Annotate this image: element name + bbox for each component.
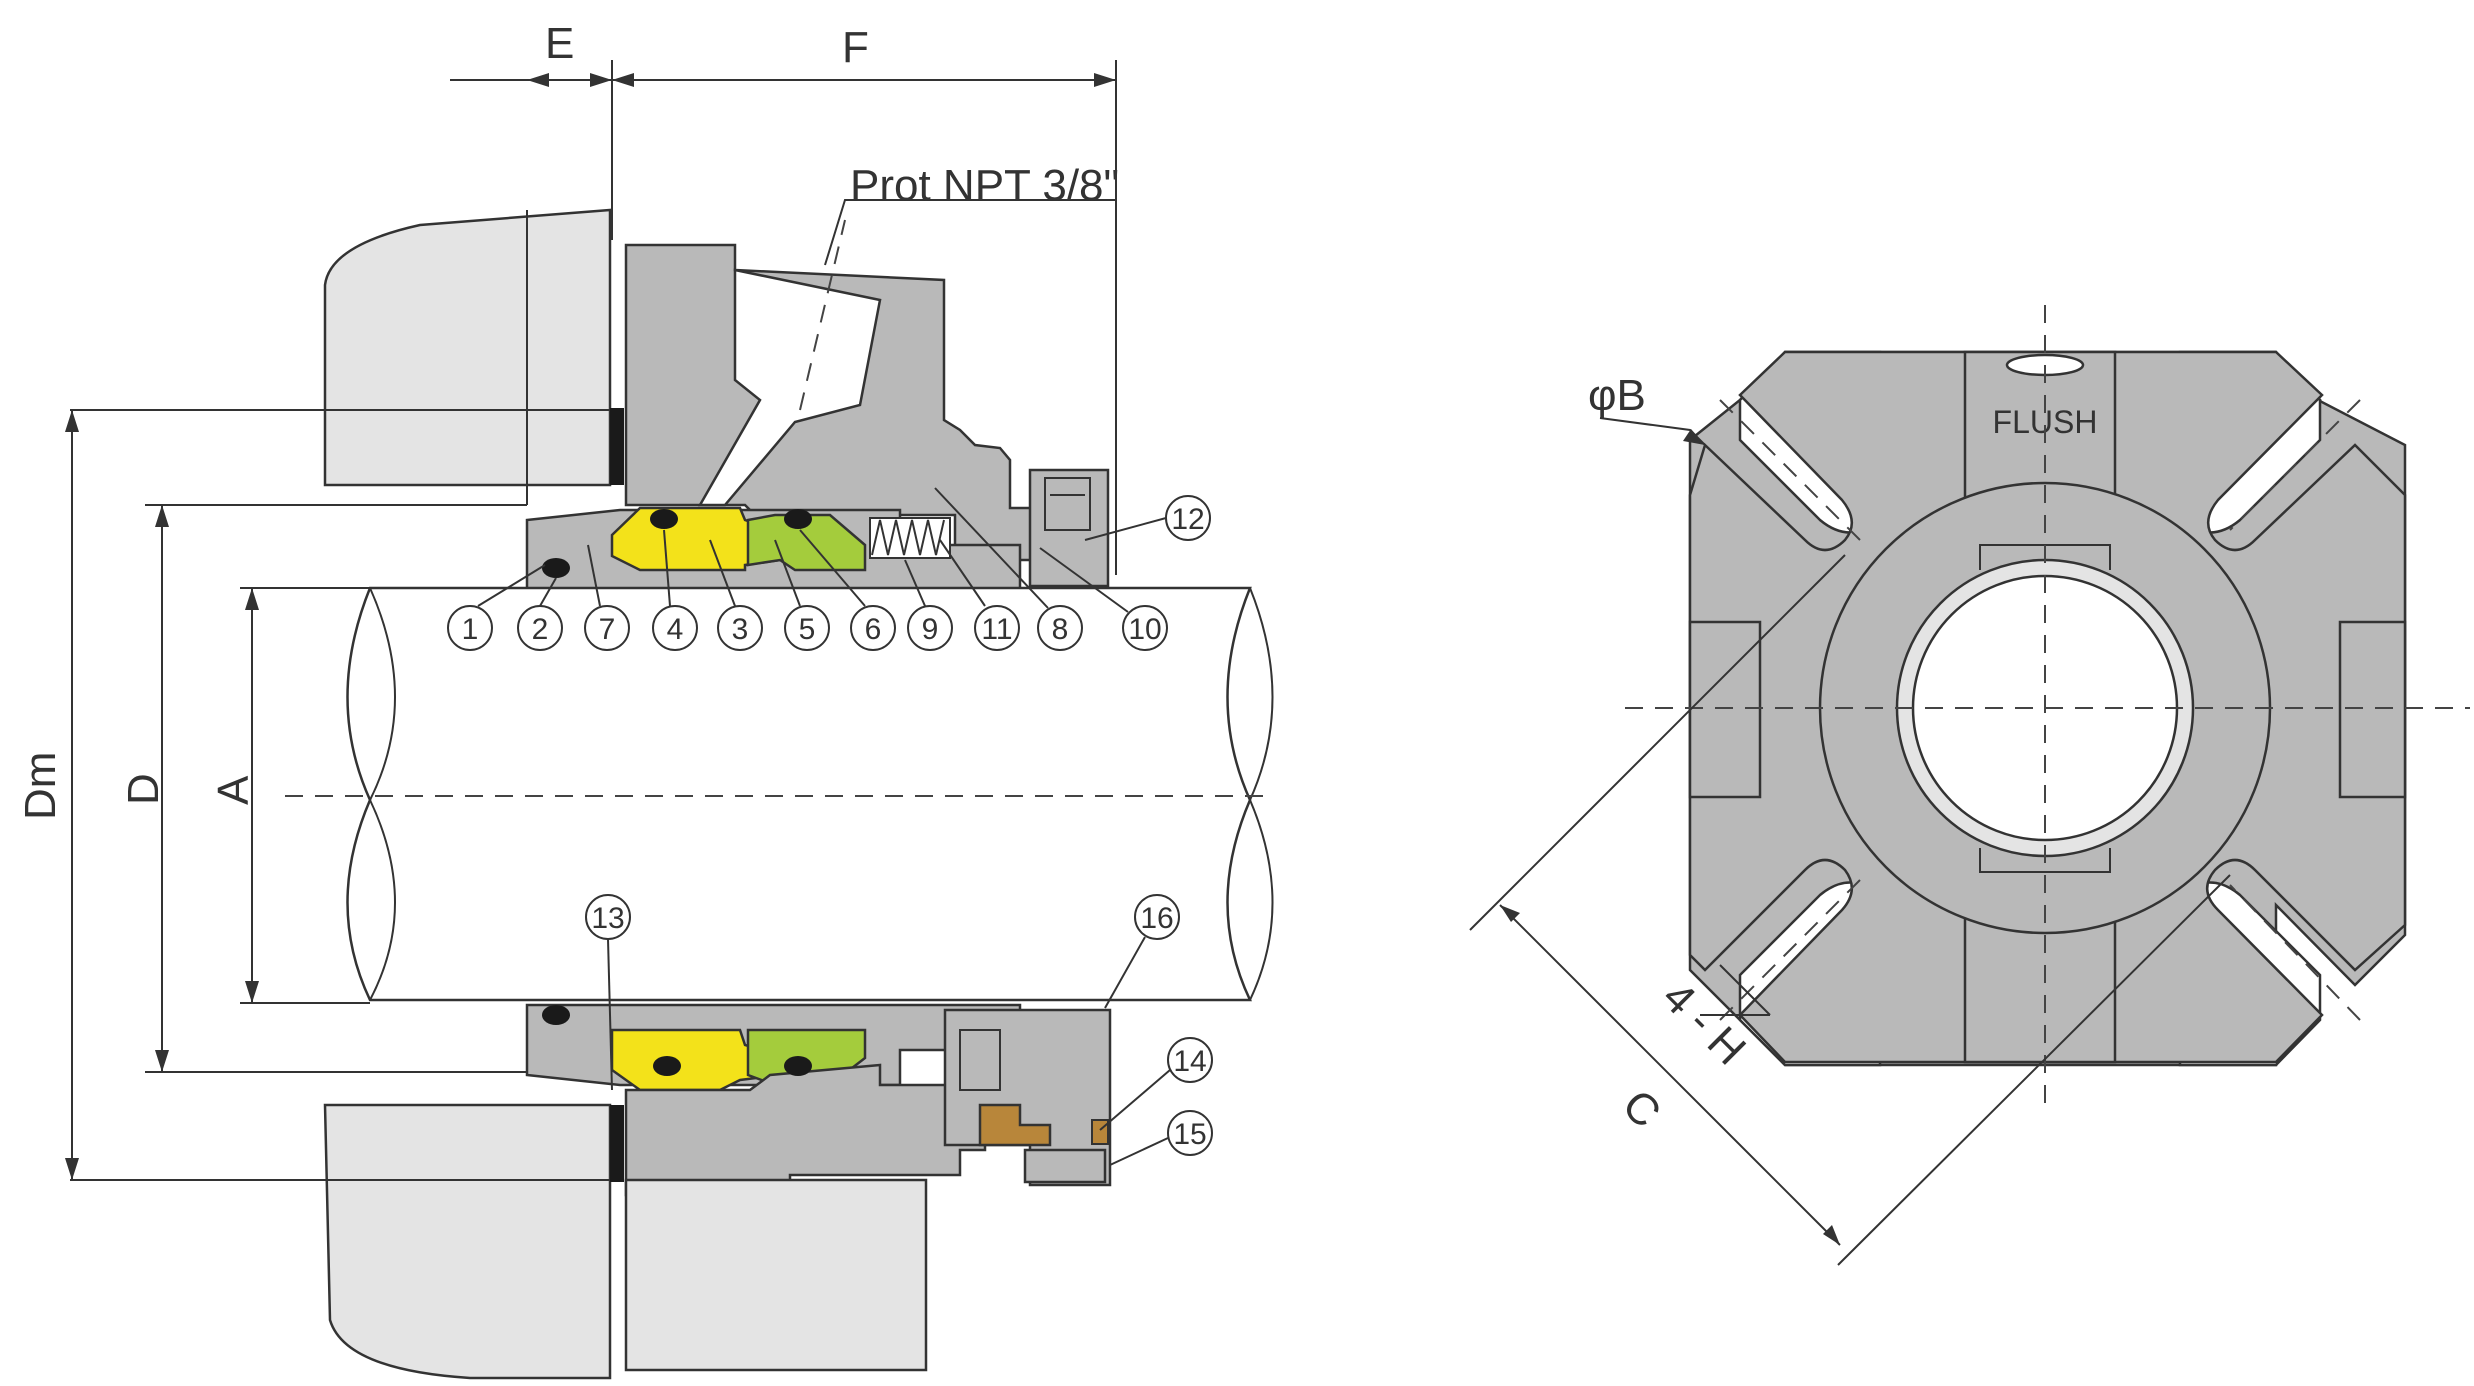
dim-b-label: φB <box>1588 371 1646 420</box>
front-view: FLUSH φB C 4 - H <box>1469 305 2470 1266</box>
dim-c-label: C <box>1613 1080 1670 1137</box>
collar-upper <box>1028 468 1110 588</box>
callout-13: 13 <box>585 894 631 1091</box>
section-view: E F Prot NPT 3/8" Dm D A 1 2 7 4 3 5 6 9… <box>16 19 1274 1380</box>
hub-lug-bottom <box>1979 848 2111 873</box>
callout-2: 2 <box>517 577 563 651</box>
svg-text:16: 16 <box>1140 902 1173 935</box>
gasket-upper <box>610 408 624 485</box>
svg-text:2: 2 <box>532 613 549 646</box>
housing-lower <box>323 1103 612 1380</box>
callout-16: 16 <box>1104 894 1180 1009</box>
oring-4 <box>650 509 678 529</box>
callout-1: 1 <box>447 564 546 651</box>
dim-f-label: F <box>842 23 869 72</box>
dim-h-line <box>1700 964 1771 1016</box>
callout-8: 8 <box>934 487 1083 651</box>
dim-d-label: D <box>119 773 168 805</box>
svg-text:9: 9 <box>922 613 939 646</box>
part-callouts: 1 2 7 4 3 5 6 9 11 8 10 12 13 14 15 16 <box>447 487 1213 1166</box>
svg-text:6: 6 <box>865 613 882 646</box>
svg-text:11: 11 <box>981 613 1012 646</box>
dimension-lines <box>65 60 1117 1181</box>
dim-a-label: A <box>209 775 258 805</box>
port-label: Prot NPT 3/8" <box>850 161 1119 210</box>
side-pad-left <box>1688 620 1762 799</box>
svg-text:12: 12 <box>1171 503 1204 536</box>
callout-9: 9 <box>904 559 953 651</box>
oring-2 <box>542 558 570 578</box>
collar-screw-lower <box>959 1029 1001 1091</box>
side-pad-right <box>2338 620 2407 799</box>
callout-4: 4 <box>652 529 698 651</box>
gland-lower-port <box>624 1178 928 1372</box>
dim-c-ext2 <box>1837 874 2231 1266</box>
housing-upper <box>323 208 612 487</box>
oring-lower-stationary <box>784 1056 812 1076</box>
svg-text:1: 1 <box>462 613 479 646</box>
spring-upper <box>869 517 951 559</box>
svg-text:15: 15 <box>1173 1118 1206 1151</box>
oring-lower-rotary <box>653 1056 681 1076</box>
svg-text:10: 10 <box>1128 613 1161 646</box>
oring-13 <box>542 1005 570 1025</box>
svg-text:14: 14 <box>1173 1045 1206 1078</box>
callout-5: 5 <box>774 539 830 651</box>
slot-center-2 <box>2229 399 2361 531</box>
svg-text:4: 4 <box>667 613 684 646</box>
dim-c-ext1 <box>1469 554 1846 931</box>
shaft-break-right <box>1248 587 1274 1001</box>
slot-center-4 <box>2229 884 2361 1021</box>
callout-3: 3 <box>709 539 763 651</box>
screw-lower <box>1023 1148 1107 1184</box>
oring-6 <box>784 509 812 529</box>
svg-text:3: 3 <box>732 613 749 646</box>
svg-text:7: 7 <box>599 613 616 646</box>
flush-port <box>697 268 882 507</box>
callout-10: 10 <box>1039 547 1168 651</box>
svg-text:8: 8 <box>1052 613 1069 646</box>
svg-text:5: 5 <box>799 613 816 646</box>
callout-7: 7 <box>584 544 630 651</box>
setting-clip <box>978 1103 1052 1147</box>
dim-e-label: E <box>545 19 574 68</box>
callout-6: 6 <box>799 529 896 651</box>
callout-12: 12 <box>1084 495 1211 541</box>
slot-center-3 <box>1719 879 1861 1021</box>
shaft-break-left <box>368 587 396 1001</box>
shaft <box>346 586 1252 1002</box>
gasket-lower <box>610 1105 624 1182</box>
dim-dm-label: Dm <box>16 752 65 820</box>
callout-15: 15 <box>1109 1110 1213 1166</box>
callout-14: 14 <box>1099 1037 1213 1131</box>
dim-c-line <box>1499 904 1841 1246</box>
collar-screw-upper <box>1044 477 1091 531</box>
callout-11: 11 <box>939 539 1020 651</box>
setting-clip-tab <box>1091 1119 1109 1145</box>
slot-center-1 <box>1719 399 1861 541</box>
svg-text:13: 13 <box>591 902 624 935</box>
